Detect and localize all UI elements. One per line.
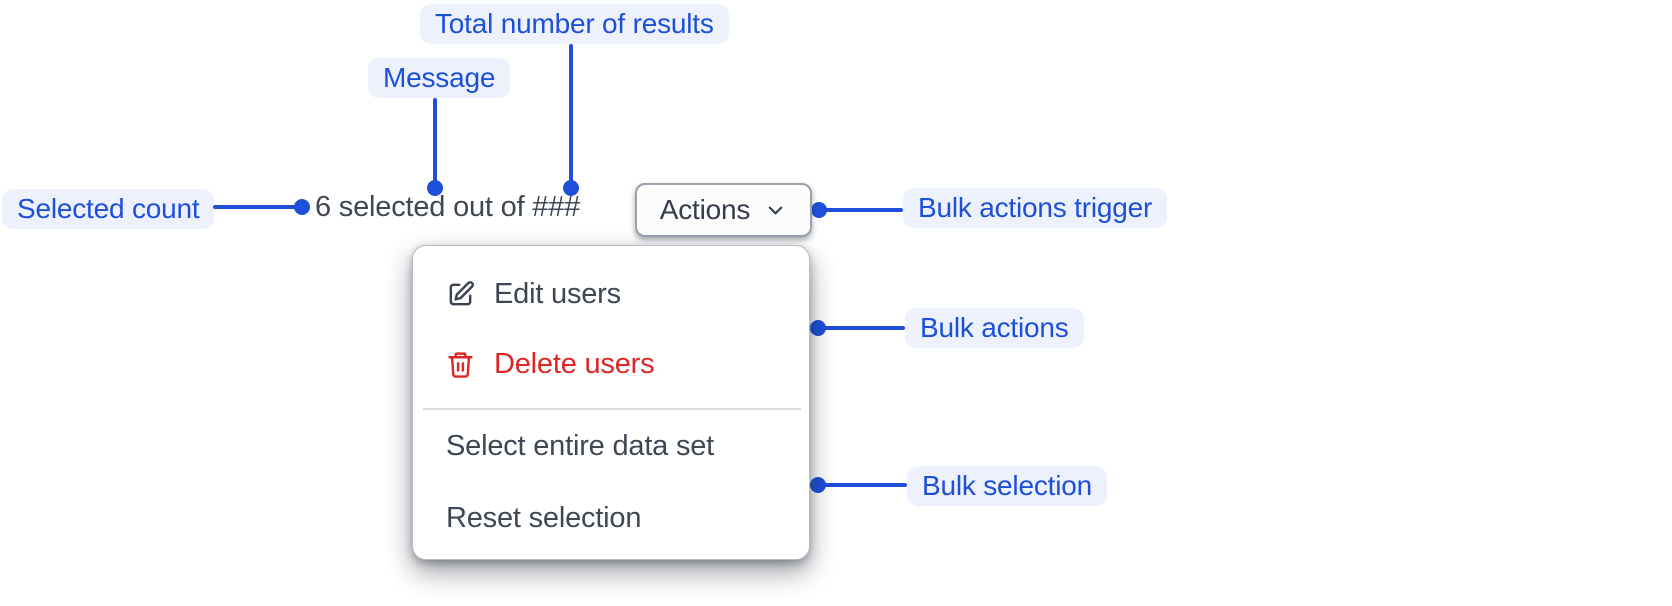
connector-line-message xyxy=(433,98,437,184)
connector-dot-message xyxy=(427,180,443,196)
connector-dot-bulk-actions-trigger xyxy=(811,202,827,218)
menu-item-label: Delete users xyxy=(494,347,655,380)
total-results-placeholder: ### xyxy=(532,191,581,223)
annotation-label-bulk-selection: Bulk selection xyxy=(907,466,1107,506)
annotation-label-message: Message xyxy=(368,58,511,98)
connector-line-selected-count xyxy=(213,205,296,209)
selected-count-value: 6 xyxy=(315,191,331,223)
menu-item-select-entire-data-set[interactable]: Select entire data set xyxy=(446,418,789,474)
selection-message-text: selected out of xyxy=(338,191,525,223)
connector-line-bulk-actions xyxy=(822,326,905,330)
connector-dot-bulk-selection xyxy=(810,477,826,493)
menu-item-label: Edit users xyxy=(494,277,621,310)
chevron-down-icon xyxy=(764,199,787,222)
connector-dot-bulk-actions xyxy=(810,320,826,336)
menu-item-label: Select entire data set xyxy=(446,429,715,462)
selection-message: 6 selected out of ### xyxy=(315,190,580,224)
bulk-actions-trigger-button[interactable]: Actions xyxy=(635,183,812,237)
connector-dot-selected-count xyxy=(294,199,310,215)
menu-item-reset-selection[interactable]: Reset selection xyxy=(446,490,789,546)
menu-item-delete-users[interactable]: Delete users xyxy=(446,336,789,392)
connector-dot-total-results xyxy=(563,180,579,196)
annotation-label-bulk-actions: Bulk actions xyxy=(905,308,1084,348)
annotation-label-total-results: Total number of results xyxy=(420,4,729,44)
bulk-actions-menu: Edit users Delete users Select entire da… xyxy=(412,245,810,560)
connector-line-bulk-actions-trigger xyxy=(823,208,903,212)
edit-icon xyxy=(446,280,475,309)
menu-divider xyxy=(423,408,801,410)
menu-item-edit-users[interactable]: Edit users xyxy=(446,266,789,322)
connector-line-bulk-selection xyxy=(822,483,907,487)
annotation-label-selected-count: Selected count xyxy=(2,189,215,229)
trash-icon xyxy=(446,350,475,379)
connector-line-total-results xyxy=(569,44,573,184)
actions-button-label: Actions xyxy=(659,194,751,225)
annotation-label-bulk-actions-trigger: Bulk actions trigger xyxy=(903,188,1168,228)
menu-item-label: Reset selection xyxy=(446,501,642,534)
